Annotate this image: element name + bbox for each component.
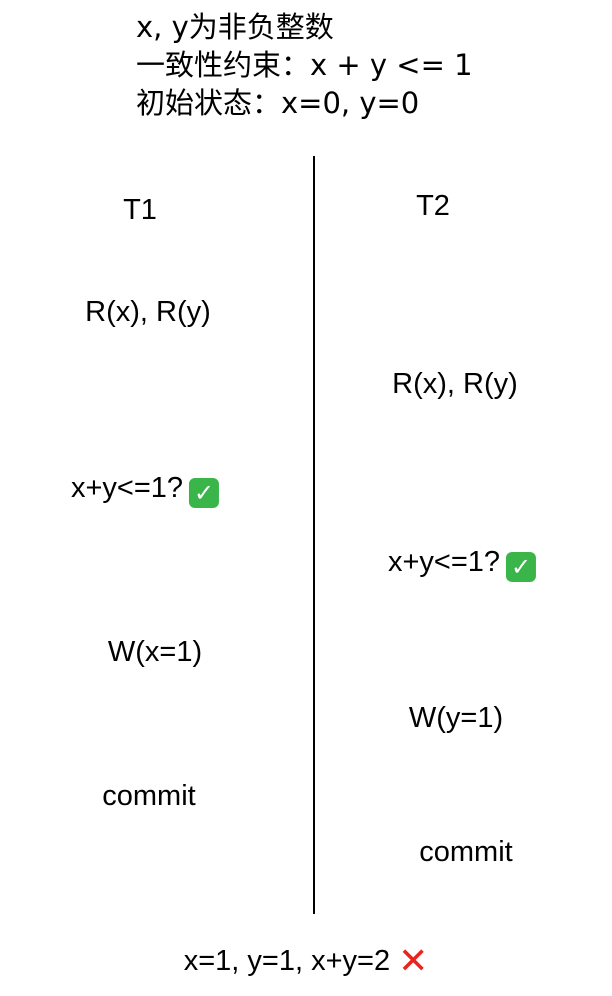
timeline-divider xyxy=(313,156,315,914)
t2-check-step: x+y<=1?✓ xyxy=(387,544,537,582)
check-mark-icon: ✓ xyxy=(506,552,537,582)
header-line-initial-state: 初始状态：x=0, y=0 xyxy=(136,86,420,120)
t2-label: T2 xyxy=(416,190,450,222)
t1-check-step: x+y<=1?✓ xyxy=(70,470,220,508)
t2-write-step: W(y=1) xyxy=(408,702,504,734)
t1-check-text: x+y<=1? xyxy=(70,472,184,504)
cross-mark-icon: ✕ xyxy=(398,941,429,982)
t2-read-step: R(x), R(y) xyxy=(392,368,518,400)
header-line-constraint: 一致性约束：x + y <= 1 xyxy=(136,48,473,82)
t1-commit-step: commit xyxy=(102,780,196,812)
check-mark-icon: ✓ xyxy=(189,478,220,508)
header-block: x, y为非负整数 一致性约束：x + y <= 1 初始状态：x=0, y=0 xyxy=(136,8,606,122)
t1-write-step: W(x=1) xyxy=(107,636,203,668)
result-line: x=1, y=1, x+y=2✕ xyxy=(184,942,429,980)
t2-commit-step: commit xyxy=(419,836,513,868)
result-text: x=1, y=1, x+y=2 xyxy=(183,945,391,977)
t1-read-step: R(x), R(y) xyxy=(85,296,211,328)
t1-label: T1 xyxy=(123,194,157,226)
header-line-variables: x, y为非负整数 xyxy=(136,10,334,44)
t2-check-text: x+y<=1? xyxy=(387,546,501,578)
